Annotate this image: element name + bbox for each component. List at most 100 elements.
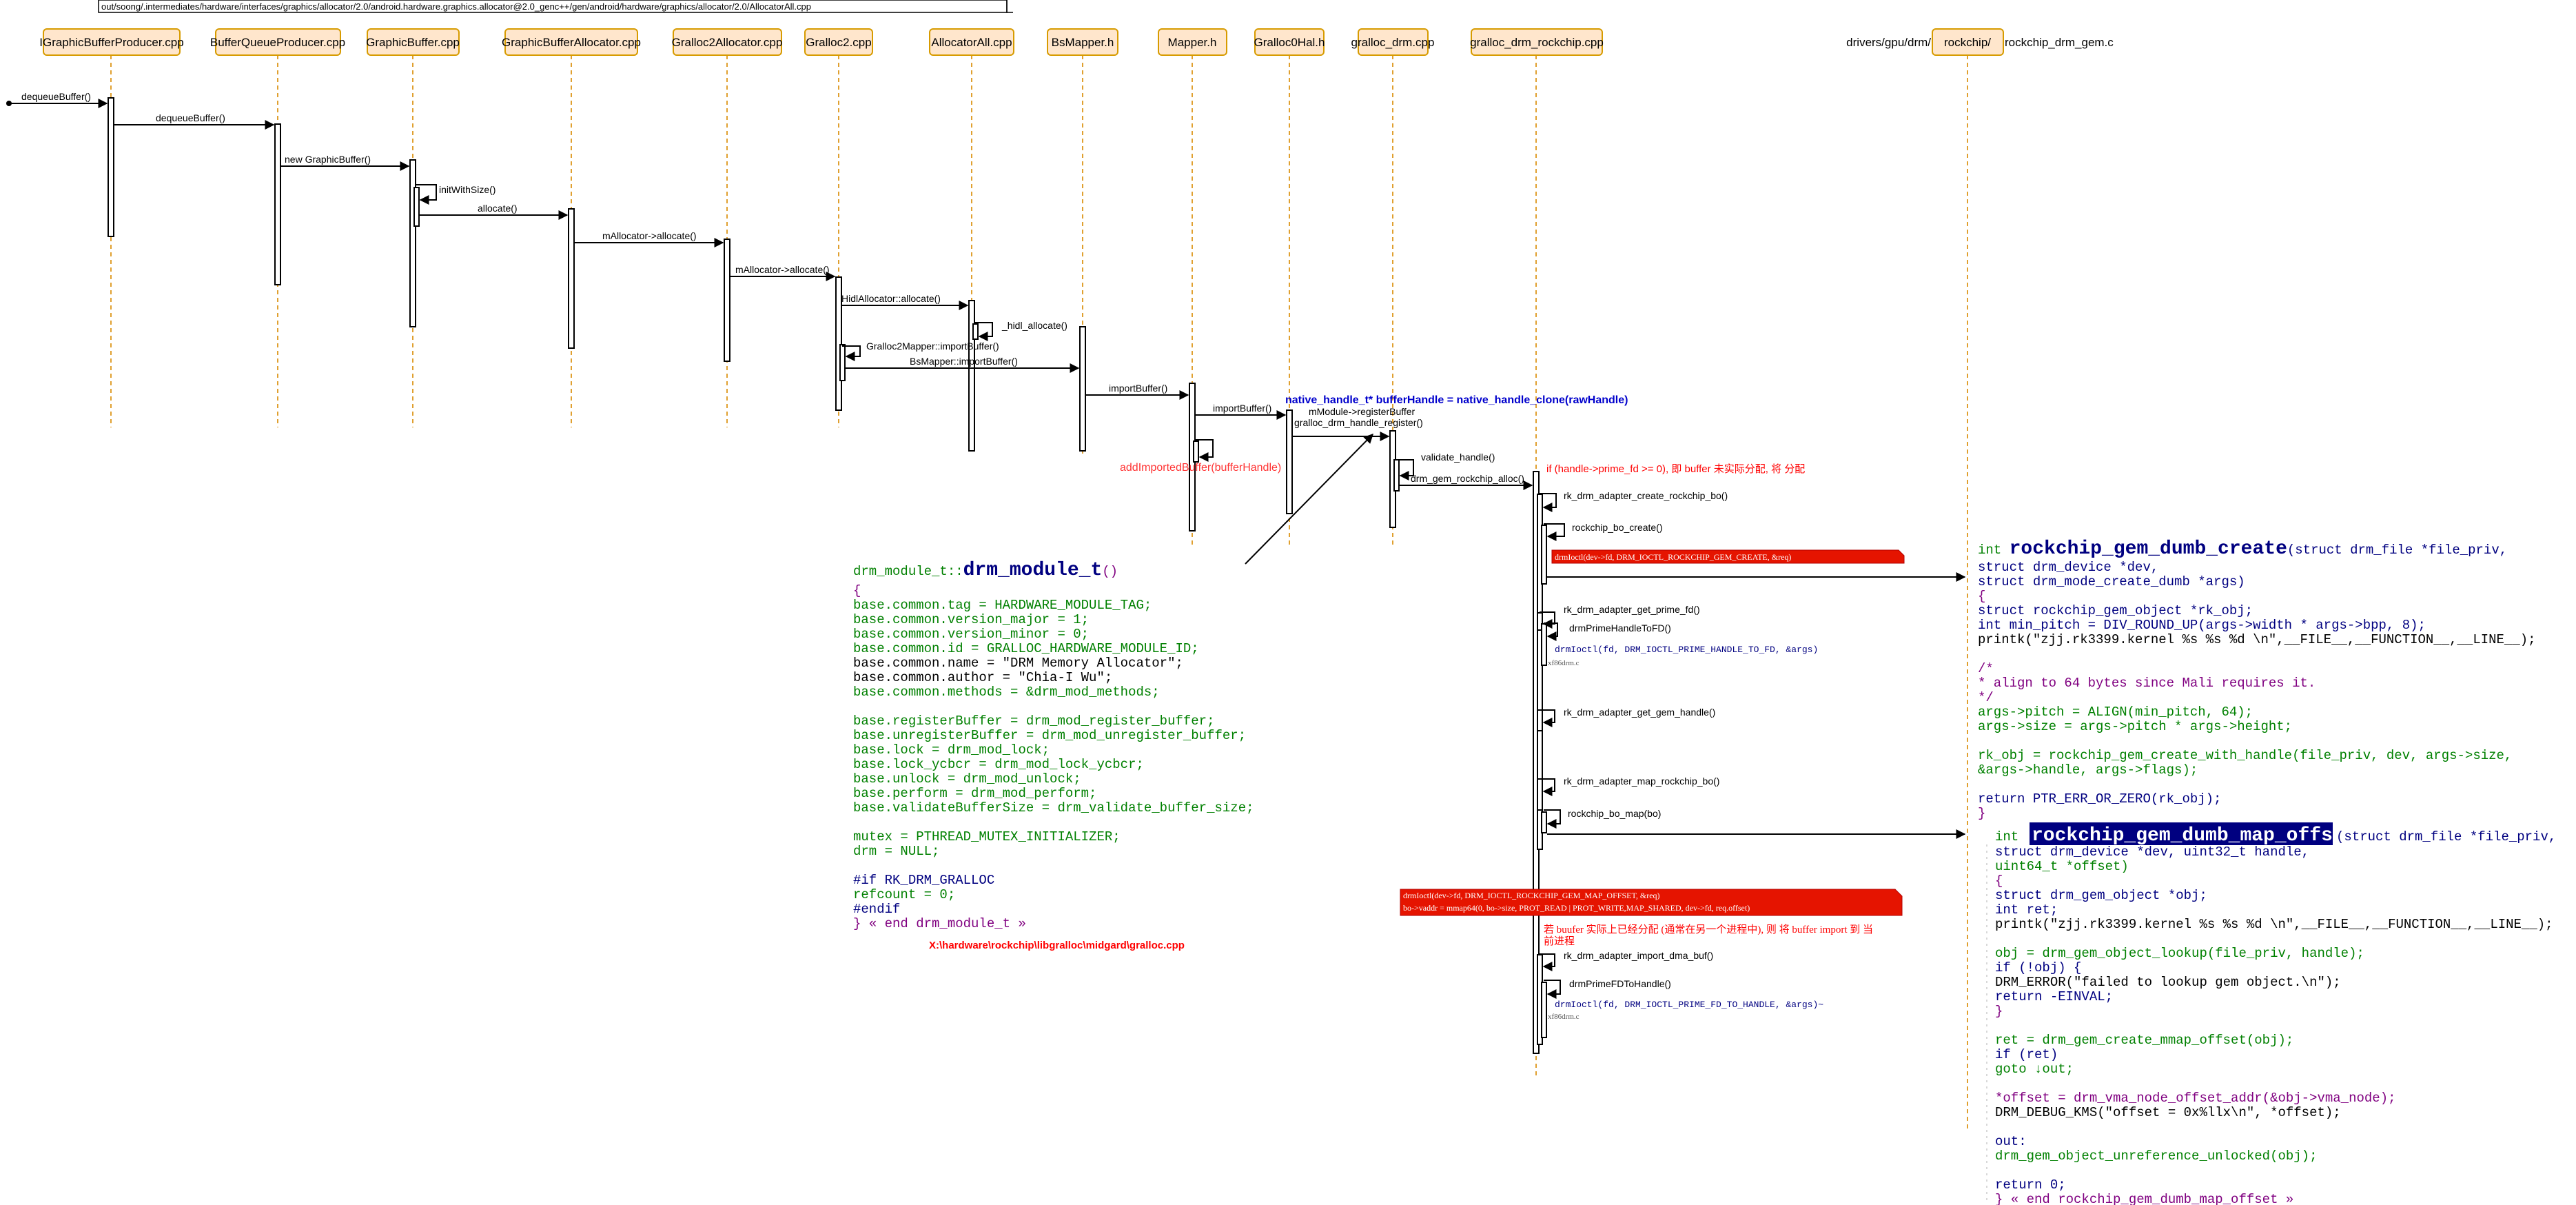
svg-text:gralloc_drm_handle_register(): gralloc_drm_handle_register()	[1294, 417, 1423, 428]
gralloc-code-line: base.common.tag = HARDWARE_MODULE_TAG;	[853, 598, 1152, 613]
participant-bsmapper: BsMapper.h	[1047, 28, 1118, 56]
kernel-func-2-line: struct drm_gem_object *obj;	[1995, 888, 2207, 903]
xf86-note: xf86drm.c	[1548, 659, 1580, 667]
svg-text:rk_drm_adapter_import_dma_buf(: rk_drm_adapter_import_dma_buf()	[1564, 950, 1713, 961]
kernel-func-2-line: int ret;	[1995, 902, 2058, 918]
gralloc-code-line: base.unlock = drm_mod_unlock;	[853, 771, 1081, 787]
kernel-func-2-signature: int rockchip_gem_dumb_map_offset (struct…	[1995, 822, 2556, 847]
svg-text:gralloc_drm.cpp: gralloc_drm.cpp	[1351, 36, 1435, 49]
kernel-func-2-line: drm_gem_object_unreference_unlocked(obj)…	[1995, 1148, 2317, 1164]
svg-text:_hidl_allocate(): _hidl_allocate()	[1001, 320, 1067, 331]
gralloc-code-line: base.perform = drm_mod_perform;	[853, 786, 1096, 801]
svg-text:Gralloc2Mapper::importBuffer(): Gralloc2Mapper::importBuffer()	[866, 341, 999, 352]
svg-text:drmPrimeHandleToFD(): drmPrimeHandleToFD()	[1569, 622, 1671, 634]
svg-text:validate_handle(): validate_handle()	[1421, 452, 1495, 463]
gralloc-code-line: mutex = PTHREAD_MUTEX_INITIALIZER;	[853, 829, 1121, 844]
svg-text:dequeueBuffer(): dequeueBuffer()	[21, 91, 91, 102]
gralloc-code-line: base.common.author = "Chia-I Wu";	[853, 670, 1112, 685]
gralloc-code-line: base.common.version_major = 1;	[853, 612, 1089, 627]
participant-igraphicbufferproducer: IGraphicBufferProducer.cpp	[39, 28, 184, 56]
kernel-func-2-line: {	[1995, 873, 2003, 889]
lifelines	[110, 55, 1968, 1131]
kernel-func-1-line: struct drm_mode_create_dumb *args)	[1978, 574, 2245, 589]
annotations: native_handle_t* bufferHandle = native_h…	[1120, 394, 1905, 1021]
svg-text:new GraphicBuffer(): new GraphicBuffer()	[285, 154, 371, 165]
kernel-func-1-line: args->pitch = ALIGN(min_pitch, 64);	[1978, 705, 2253, 720]
svg-text:IGraphicBufferProducer.cpp: IGraphicBufferProducer.cpp	[39, 36, 183, 49]
kernel-func-1-line: struct rockchip_gem_object *rk_obj;	[1978, 603, 2253, 618]
svg-text:rk_drm_adapter_get_gem_handle(: rk_drm_adapter_get_gem_handle()	[1564, 707, 1715, 718]
ioctl-fd-to-handle-note: drmIoctl(fd, DRM_IOCTL_PRIME_FD_TO_HANDL…	[1555, 1000, 1823, 1010]
message-labels: dequeueBuffer() dequeueBuffer() new Grap…	[21, 91, 1728, 989]
gralloc-code-line: base.common.name = "DRM Memory Allocator…	[853, 656, 1183, 671]
svg-text:initWithSize(): initWithSize()	[439, 184, 495, 195]
svg-text:drmPrimeFDToHandle(): drmPrimeFDToHandle()	[1569, 978, 1671, 989]
svg-text:rockchip_drm_gem.c: rockchip_drm_gem.c	[2005, 36, 2114, 49]
participant-gralloc2allocator: Gralloc2Allocator.cpp	[672, 28, 783, 56]
gralloc-code-line: #if RK_DRM_GRALLOC	[853, 873, 994, 888]
kernel-code-block-1: int rockchip_gem_dumb_create(struct drm_…	[1978, 538, 2536, 821]
kernel-func-1-line: * align to 64 bytes since Mali requires …	[1978, 676, 2316, 691]
participant-gralloc0hal: Gralloc0Hal.h	[1254, 28, 1325, 56]
kernel-func-2-lines: struct drm_device *dev, uint32_t handle,…	[1995, 844, 2553, 1205]
participant-graphicbufferallocator: GraphicBufferAllocator.cpp	[502, 28, 641, 56]
gralloc-code-line: refcount = 0;	[853, 887, 955, 902]
kernel-func-1-line: printk("zjj.rk3399.kernel %s %s %d \n",_…	[1978, 632, 2536, 647]
svg-text:(struct drm_file *file_priv,: (struct drm_file *file_priv,	[2336, 829, 2556, 844]
svg-text:drivers/gpu/drm/: drivers/gpu/drm/	[1846, 36, 1931, 49]
svg-text:Gralloc2Allocator.cpp: Gralloc2Allocator.cpp	[672, 36, 783, 49]
svg-text:rk_drm_adapter_map_rockchip_bo: rk_drm_adapter_map_rockchip_bo()	[1564, 776, 1719, 787]
kernel-func-2-line: if (ret)	[1995, 1047, 2058, 1062]
kernel-func-1-signature: int rockchip_gem_dumb_create(struct drm_…	[1978, 538, 2507, 560]
svg-text:importBuffer(): importBuffer()	[1109, 383, 1167, 394]
prime-fd-note: if (handle->prime_fd >= 0), 即 buffer 未实际…	[1546, 463, 1805, 475]
participant-gralloc-drm: gralloc_drm.cpp	[1351, 28, 1435, 56]
svg-text:mAllocator->allocate(): mAllocator->allocate()	[735, 264, 830, 275]
kernel-func-1-line: int min_pitch = DIV_ROUND_UP(args->width…	[1978, 618, 2426, 633]
participant-gralloc-drm-rockchip: gralloc_drm_rockchip.cpp	[1470, 28, 1604, 56]
svg-text:GraphicBufferAllocator.cpp: GraphicBufferAllocator.cpp	[502, 36, 641, 49]
svg-text:bo->vaddr = mmap64(0, bo->size: bo->vaddr = mmap64(0, bo->size, PROT_REA…	[1403, 903, 1750, 913]
kernel-func-1-lines: struct drm_device *dev, struct drm_mode_…	[1978, 560, 2536, 821]
svg-text:rockchip_gem_dumb_map_offset: rockchip_gem_dumb_map_offset	[2032, 825, 2355, 847]
gralloc-code-line: base.common.methods = &drm_mod_methods;	[853, 685, 1160, 700]
ioctl-map-offset-banner: drmIoctl(dev->fd, DRM_IOCTL_ROCKCHIP_GEM…	[1400, 889, 1903, 916]
kernel-func-1-line: {	[1978, 589, 1985, 604]
gralloc-code-block: drm_module_t::drm_module_t() { base.comm…	[853, 560, 1254, 951]
svg-text:drmIoctl(dev->fd, DRM_IOCTL_RO: drmIoctl(dev->fd, DRM_IOCTL_ROCKCHIP_GEM…	[1403, 891, 1660, 900]
svg-text:int: int	[1995, 829, 2018, 844]
add-imported-note: addImportedBuffer(bufferHandle)	[1120, 462, 1281, 474]
svg-text:BufferQueueProducer.cpp: BufferQueueProducer.cpp	[210, 36, 345, 49]
gralloc-code-line: base.validateBufferSize = drm_validate_b…	[853, 800, 1254, 816]
kernel-func-2-line: DRM_ERROR("failed to lookup gem object.\…	[1995, 975, 2341, 990]
kernel-func-1-line: rk_obj = rockchip_gem_create_with_handle…	[1978, 748, 2512, 763]
cn-import-note-1: 若 buufer 实际上已经分配 (通常在另一个进程中), 则 将 buffer…	[1544, 924, 1873, 935]
gralloc-code-line: #endif	[853, 902, 900, 917]
native-handle-note: native_handle_t* bufferHandle = native_h…	[1285, 394, 1628, 406]
svg-text:allocate(): allocate()	[478, 203, 518, 214]
svg-text:drm_gem_rockchip_alloc(): drm_gem_rockchip_alloc()	[1411, 473, 1524, 484]
gralloc-code-line: base.common.id = GRALLOC_HARDWARE_MODULE…	[853, 641, 1199, 656]
kernel-func-1-line: return PTR_ERR_OR_ZERO(rk_obj);	[1978, 791, 2221, 807]
kernel-func-2-line: ret = drm_gem_create_mmap_offset(obj);	[1995, 1033, 2293, 1048]
participants: IGraphicBufferProducer.cpp BufferQueuePr…	[39, 28, 2114, 56]
kernel-func-2-line: goto ↓out;	[1995, 1062, 2074, 1077]
svg-text:drmIoctl(dev->fd, DRM_IOCTL_RO: drmIoctl(dev->fd, DRM_IOCTL_ROCKCHIP_GEM…	[1555, 552, 1791, 562]
kernel-func-1-line: /*	[1978, 661, 1994, 676]
gralloc-code-line: } « end drm_module_t »	[853, 916, 1026, 931]
svg-text:rk_drm_adapter_create_rockchip: rk_drm_adapter_create_rockchip_bo()	[1564, 490, 1728, 501]
svg-text:gralloc_drm_rockchip.cpp: gralloc_drm_rockchip.cpp	[1470, 36, 1604, 49]
svg-text:BsMapper::importBuffer(): BsMapper::importBuffer()	[910, 356, 1018, 367]
kernel-func-2-line: if (!obj) {	[1995, 960, 2081, 975]
svg-text:importBuffer(): importBuffer()	[1213, 403, 1271, 414]
svg-text:dequeueBuffer(): dequeueBuffer()	[156, 112, 225, 123]
kernel-func-2-line: out:	[1995, 1134, 2027, 1149]
svg-text:GraphicBuffer.cpp: GraphicBuffer.cpp	[366, 36, 460, 49]
participant-mapper: Mapper.h	[1158, 28, 1227, 56]
kernel-code-block-2: int rockchip_gem_dumb_map_offset (struct…	[1986, 822, 2556, 1205]
kernel-func-2-line: uint64_t *offset)	[1995, 859, 2129, 874]
participant-graphicbuffer: GraphicBuffer.cpp	[366, 28, 460, 56]
gralloc-code-line: base.unregisterBuffer = drm_mod_unregist…	[853, 728, 1246, 743]
gralloc-code-signature: drm_module_t::drm_module_t()	[853, 560, 1118, 581]
xf86-note-2: xf86drm.c	[1548, 1013, 1580, 1021]
